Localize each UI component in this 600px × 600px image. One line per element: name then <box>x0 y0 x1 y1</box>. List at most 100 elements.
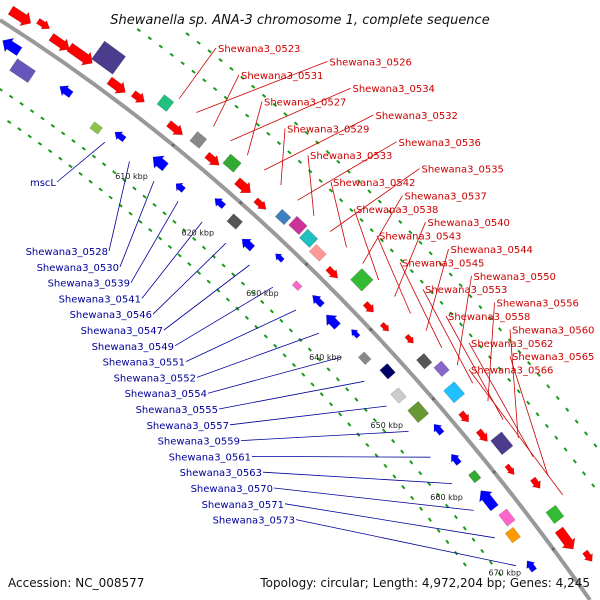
gc-dot <box>377 199 382 204</box>
gc-dot <box>192 236 197 242</box>
gene-label-blue: Shewana3_0549 <box>92 342 174 353</box>
gene-block-shape <box>288 215 308 235</box>
gene-block <box>504 526 521 544</box>
gc-dot <box>436 528 441 533</box>
gc-dot <box>338 412 343 417</box>
gene-label-red: Shewana3_0538 <box>356 205 438 216</box>
gc-dot <box>526 400 531 405</box>
gene-block-shape <box>490 431 514 456</box>
gc-dot <box>572 459 577 464</box>
tick-mark <box>492 470 496 474</box>
leader-line <box>247 101 263 156</box>
gene-block <box>189 131 208 149</box>
gc-dot <box>439 300 444 306</box>
gc-dot <box>225 297 231 302</box>
gene-block <box>358 351 372 365</box>
reverse-gene-arrow <box>241 238 256 252</box>
gene-block-shape <box>350 268 374 292</box>
gc-dot <box>261 93 267 98</box>
gc-dot <box>418 240 423 245</box>
gene-block <box>379 363 396 380</box>
gc-dot <box>244 315 250 320</box>
gene-arrow-shape <box>214 198 227 210</box>
gc-dot <box>399 258 404 263</box>
gc-dot <box>379 238 384 243</box>
gene-label-red: Shewana3_0531 <box>241 71 323 82</box>
leader-line <box>56 141 106 183</box>
tick-label: 610 kbp <box>115 172 148 181</box>
leader-line <box>297 141 397 201</box>
gc-dot <box>202 78 207 83</box>
gc-dot <box>293 121 299 126</box>
tick-mark <box>171 143 175 147</box>
gc-dot <box>132 186 137 191</box>
gc-dot <box>349 208 354 213</box>
gc-dot <box>47 149 53 154</box>
gene-label-blue: Shewana3_0551 <box>103 358 185 369</box>
gene-block <box>468 469 482 484</box>
map-title: Shewanella sp. ANA-3 chromosome 1, compl… <box>110 13 489 28</box>
gc-dot <box>517 349 522 354</box>
forward-gene-arrow <box>204 151 220 166</box>
tick-label: 620 kbp <box>181 229 214 238</box>
gc-dot <box>315 140 320 145</box>
gc-dot <box>152 202 157 207</box>
gene-block <box>291 280 303 291</box>
gc-dot <box>162 211 167 216</box>
gene-block <box>89 121 103 135</box>
leader-line <box>307 155 315 216</box>
gene-block-shape <box>308 243 327 262</box>
leader-line <box>196 61 328 113</box>
gene-label-blue: Shewana3_0530 <box>37 263 119 274</box>
gene-label-red: Shewana3_0536 <box>399 138 481 149</box>
forward-gene-arrow <box>554 526 576 550</box>
gene-arrow-shape <box>130 90 145 103</box>
gene-arrow-shape <box>66 42 93 66</box>
gene-arrow-shape <box>106 76 126 94</box>
gene-block-shape <box>379 363 396 380</box>
leader-line <box>456 275 472 366</box>
gc-dot <box>297 159 302 164</box>
leader-line <box>280 128 286 186</box>
gene-features-layer <box>2 5 593 573</box>
gc-dot <box>218 58 223 63</box>
gc-dot <box>468 333 473 338</box>
gc-dot <box>427 517 432 522</box>
gene-arrow-shape <box>166 120 184 136</box>
gc-dot <box>328 402 334 407</box>
gc-dot <box>169 52 174 57</box>
gc-dot <box>182 228 187 233</box>
gc-dot <box>462 562 467 567</box>
gc-dot <box>497 327 503 332</box>
gene-labels-layer: Shewana3_0523Shewana3_0526Shewana3_0531S… <box>26 44 595 527</box>
gc-dot <box>68 164 73 169</box>
tick-mark <box>431 397 435 401</box>
gc-dot <box>138 219 143 224</box>
label-leaders-layer <box>56 47 564 567</box>
gc-dot <box>191 69 196 74</box>
forward-gene-arrow <box>379 321 389 332</box>
gene-arrow-shape <box>554 526 576 550</box>
gene-label-blue: Shewana3_0546 <box>70 310 152 321</box>
gc-dot <box>282 353 287 358</box>
gc-dot <box>304 130 309 136</box>
gc-dot <box>339 198 344 203</box>
gc-dot <box>336 159 341 164</box>
gc-dot <box>88 179 93 184</box>
reverse-gene-arrow <box>175 182 186 193</box>
gc-dot <box>326 367 331 372</box>
gc-dot <box>535 412 540 417</box>
gc-dot <box>185 32 190 37</box>
gc-dot <box>251 84 256 89</box>
gc-dot <box>158 44 164 49</box>
gc-dot <box>201 245 207 250</box>
gc-dot <box>37 141 43 146</box>
gc-dot <box>497 571 502 577</box>
gc-dot <box>356 432 361 437</box>
leader-line <box>119 180 155 267</box>
gc-dot <box>318 178 323 183</box>
gc-dot <box>347 422 352 427</box>
gene-block-shape <box>89 121 103 135</box>
gc-dot <box>507 377 512 383</box>
